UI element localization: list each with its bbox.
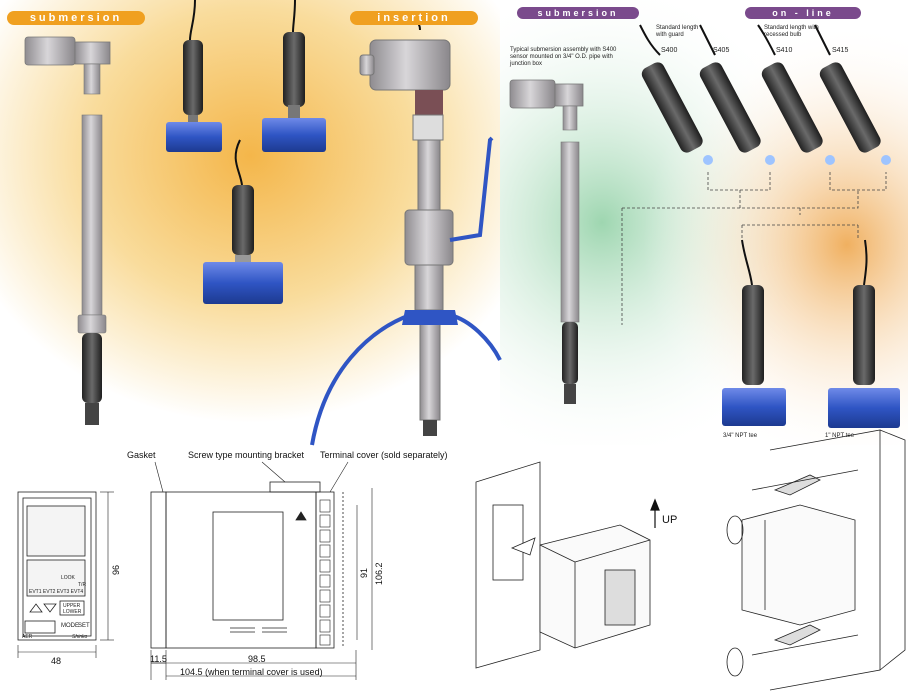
up-label: UP — [662, 514, 678, 526]
insertion-assembly — [310, 17, 502, 446]
left-submersion-badge: submersion — [7, 11, 145, 25]
model-label-s415: S415 — [832, 47, 849, 54]
front-lower-label: LOWER — [63, 609, 82, 615]
dim-width-48: 48 — [51, 656, 62, 666]
model-label-s410: S410 — [776, 47, 793, 54]
tee-top-left — [166, 0, 222, 152]
front-view — [17, 491, 97, 641]
standard-guard-note: Standard length with guard — [656, 25, 699, 38]
dim-98-5: 98.5 — [248, 654, 266, 664]
connector-lines — [621, 172, 887, 325]
tee-three-quarter — [722, 239, 786, 426]
tee-one-inch — [828, 239, 900, 428]
front-look-label: LOOK — [61, 575, 75, 581]
front-view-dims — [17, 491, 114, 658]
mounting-right — [726, 429, 906, 691]
dim-11-5: 11.5 — [150, 654, 167, 664]
terminal-cover-callout: Terminal cover (sold separately) — [320, 450, 448, 460]
dim-106: 106.2 — [374, 562, 384, 585]
side-view — [150, 481, 344, 649]
front-set-label: SET — [78, 623, 90, 629]
standard-recessed-note: Standard length with recessed bulb — [764, 25, 819, 38]
left-insertion-badge: insertion — [350, 11, 478, 25]
tee-top-right — [262, 0, 326, 152]
side-view-dims — [150, 461, 373, 680]
model-label-s405: S405 — [713, 47, 730, 54]
right-online-badge: on - line — [745, 7, 861, 19]
front-upper-label: UPPER — [63, 603, 81, 609]
front-maker-label: Shinko — [72, 634, 88, 640]
assembly-note: Typical submersion assembly with S400 se… — [510, 47, 617, 67]
tee-middle — [203, 139, 283, 304]
bracket-callout: Screw type mounting bracket — [188, 450, 305, 460]
front-events-label: EVT1 EVT2 EVT3 EVT4 — [29, 589, 84, 595]
right-submersion-assembly — [509, 79, 584, 404]
front-brand-label: AER — [22, 634, 33, 640]
submersion-assembly — [24, 36, 111, 425]
model-label-s400: S400 — [661, 47, 678, 54]
up-arrow — [650, 498, 660, 528]
front-mode-label: MODE — [61, 623, 79, 629]
gasket-callout: Gasket — [127, 450, 156, 460]
sensor-s410 — [757, 24, 835, 165]
dim-height-96: 96 — [111, 564, 121, 575]
tee-small-label: 3/4" NPT tee — [723, 433, 758, 439]
sensor-s405 — [699, 24, 775, 165]
front-tr-label: T/R — [78, 582, 87, 588]
sensor-s400 — [639, 24, 713, 165]
dim-104-5: 104.5 (when terminal cover is used) — [180, 667, 323, 677]
tee-large-label: 1" NPT tee — [825, 433, 855, 439]
right-submersion-badge: submersion — [517, 7, 639, 19]
side-view-terminals — [319, 499, 331, 646]
mounting-left — [475, 461, 651, 669]
sensor-s415 — [814, 24, 891, 165]
dim-91: 91 — [359, 567, 369, 578]
